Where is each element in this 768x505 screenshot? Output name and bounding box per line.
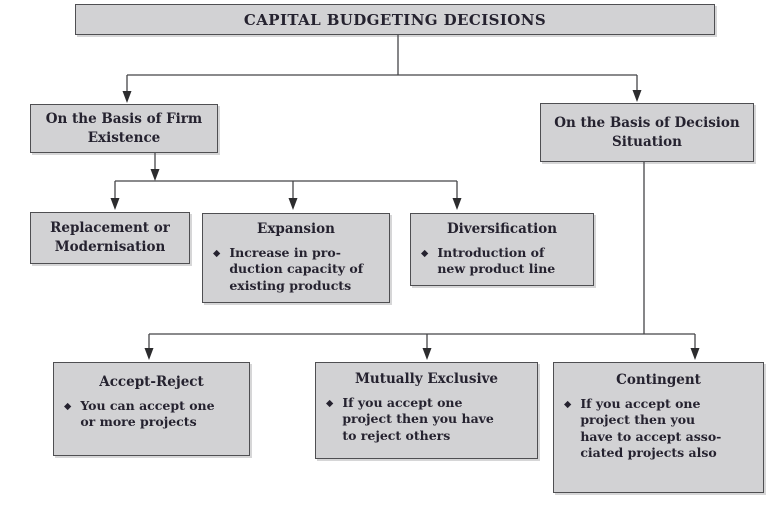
node-mutually-exclusive: Mutually Exclusive ◆ If you accept one p… — [315, 362, 538, 459]
diamond-bullet-icon: ◆ — [213, 247, 221, 259]
node-detail: If you accept one project then you have … — [342, 394, 494, 443]
node-detail: If you accept one project then you have … — [580, 395, 722, 461]
node-detail: You can accept one or more projects — [80, 397, 215, 430]
node-title: Contingent — [616, 372, 701, 388]
node-capital-budgeting-decisions: CAPITAL BUDGETING DECISIONS — [75, 4, 715, 35]
diamond-bullet-icon: ◆ — [326, 397, 334, 409]
node-title: Mutually Exclusive — [354, 371, 499, 387]
node-title: Diversification — [446, 221, 558, 237]
node-detail-row: ◆ Increase in pro- duction capacity of e… — [203, 245, 389, 295]
diagram-title: CAPITAL BUDGETING DECISIONS — [243, 10, 547, 29]
node-replacement-or-modernisation: Replacement or Modernisation — [30, 212, 190, 264]
arrowhead — [110, 198, 120, 210]
arrowhead — [632, 90, 642, 102]
node-detail-row: ◆ If you accept one project then you hav… — [554, 396, 763, 462]
node-accept-reject: Accept-Reject ◆ You can accept one or mo… — [53, 362, 250, 456]
node-detail: Introduction of new product line — [437, 244, 556, 277]
node-detail-row: ◆ You can accept one or more projects — [54, 398, 249, 431]
node-title: Replacement or Modernisation — [50, 220, 170, 255]
arrowhead — [690, 348, 700, 360]
arrowhead — [122, 91, 132, 103]
node-detail-row: ◆ If you accept one project then you hav… — [316, 395, 537, 445]
arrowhead — [150, 169, 160, 181]
node-detail-row: ◆ Introduction of new product line — [411, 245, 593, 278]
arrowhead — [452, 198, 462, 210]
node-title: Expansion — [257, 221, 335, 237]
node-contingent: Contingent ◆ If you accept one project t… — [553, 362, 764, 493]
diamond-bullet-icon: ◆ — [564, 398, 572, 410]
arrowhead — [144, 348, 154, 360]
node-basis-of-firm-existence: On the Basis of Firm Existence — [30, 104, 218, 153]
diamond-bullet-icon: ◆ — [64, 400, 72, 412]
diamond-bullet-icon: ◆ — [421, 247, 429, 259]
node-basis-of-decision-situation: On the Basis of Decision Situation — [540, 103, 754, 162]
branch-label: On the Basis of Decision Situation — [554, 114, 740, 150]
node-detail: Increase in pro- duction capacity of exi… — [229, 244, 364, 293]
branch-label: On the Basis of Firm Existence — [45, 110, 203, 146]
node-diversification: Diversification ◆ Introduction of new pr… — [410, 213, 594, 286]
node-title: Accept-Reject — [99, 374, 204, 390]
node-expansion: Expansion ◆ Increase in pro- duction cap… — [202, 213, 390, 303]
arrowhead — [288, 198, 298, 210]
arrowhead — [422, 348, 432, 360]
